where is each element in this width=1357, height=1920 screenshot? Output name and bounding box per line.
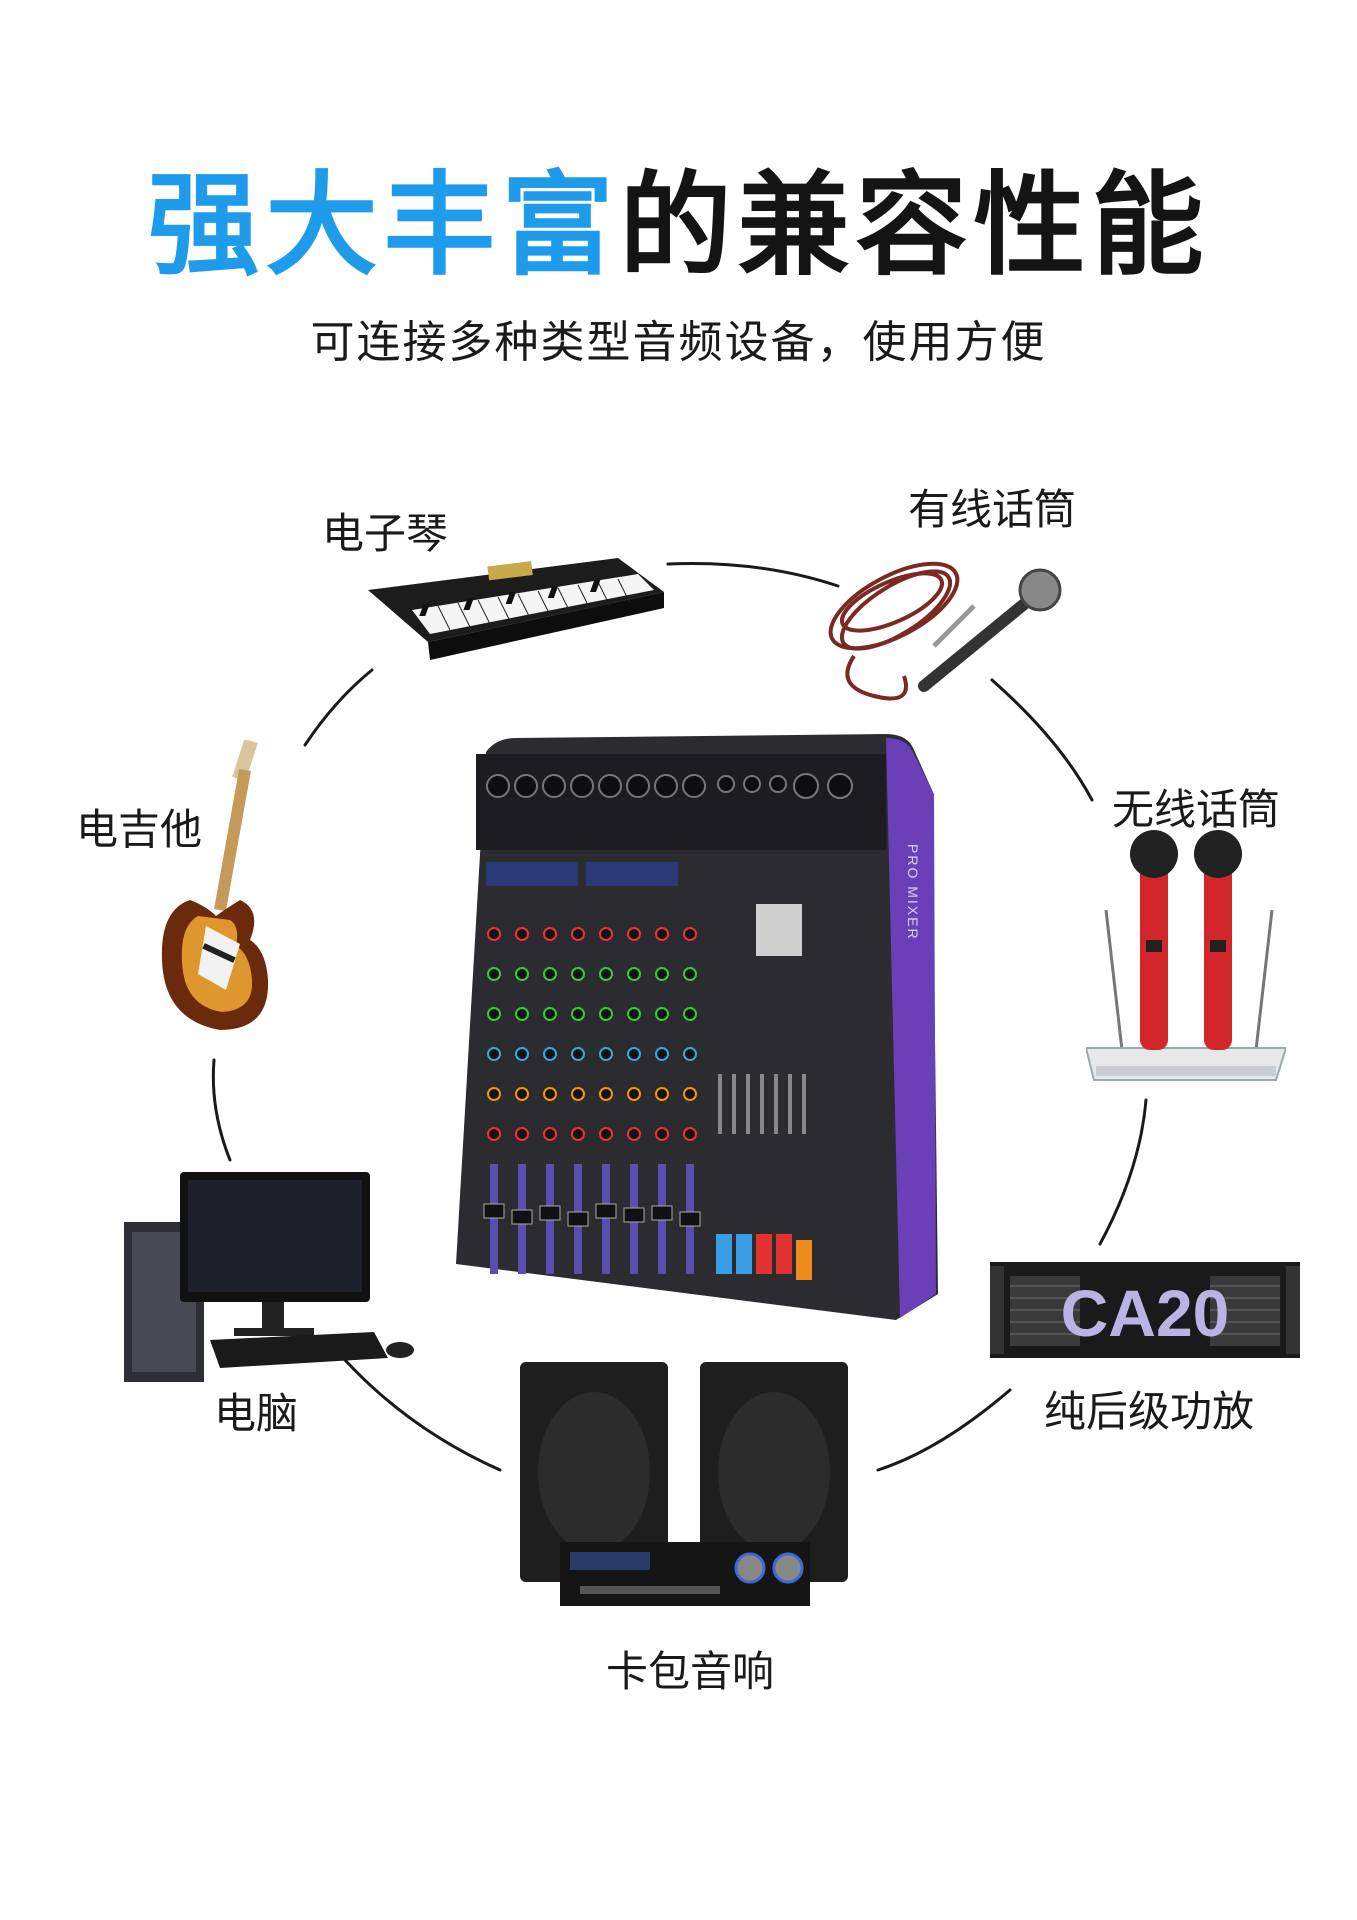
label-wired-mic: 有线话筒	[908, 485, 1077, 534]
keyboard-image	[368, 558, 664, 660]
label-guitar: 电吉他	[76, 805, 203, 854]
title-highlight: 强大丰富	[147, 161, 620, 291]
page-title: 强大丰富的兼容性能	[0, 170, 1357, 282]
computer-image	[124, 1172, 414, 1382]
amplifier-image: CA20	[990, 1262, 1300, 1358]
label-computer: 电脑	[214, 1389, 299, 1438]
guitar-image	[161, 740, 269, 1030]
ktv-speaker-image	[520, 1362, 848, 1606]
amplifier-model: CA20	[1061, 1276, 1230, 1350]
label-wireless-mic: 无线话筒	[1112, 785, 1281, 834]
arc-keyboard-mic	[666, 561, 840, 588]
title-rest: 的兼容性能	[619, 161, 1210, 291]
label-amplifier: 纯后级功放	[1044, 1387, 1255, 1436]
label-keyboard: 电子琴	[322, 509, 449, 558]
mixer-image: PRO MIXER	[456, 734, 938, 1320]
arc-amp-speaker	[876, 1388, 1012, 1472]
page-subtitle: 可连接多种类型音频设备，使用方便	[310, 317, 1047, 368]
arc-pc-guitar	[211, 1058, 232, 1162]
mixer-brand: PRO MIXER	[905, 844, 921, 941]
arc-wireless-amp	[1098, 1098, 1148, 1246]
arc-mic-wireless	[990, 678, 1094, 802]
arc-guitar-keyboard	[303, 668, 374, 747]
arc-speaker-pc	[343, 1358, 502, 1472]
wired-mic-image	[828, 561, 1062, 701]
label-ktv-speaker: 卡包音响	[606, 1647, 775, 1696]
wireless-mic-image	[1086, 830, 1286, 1081]
